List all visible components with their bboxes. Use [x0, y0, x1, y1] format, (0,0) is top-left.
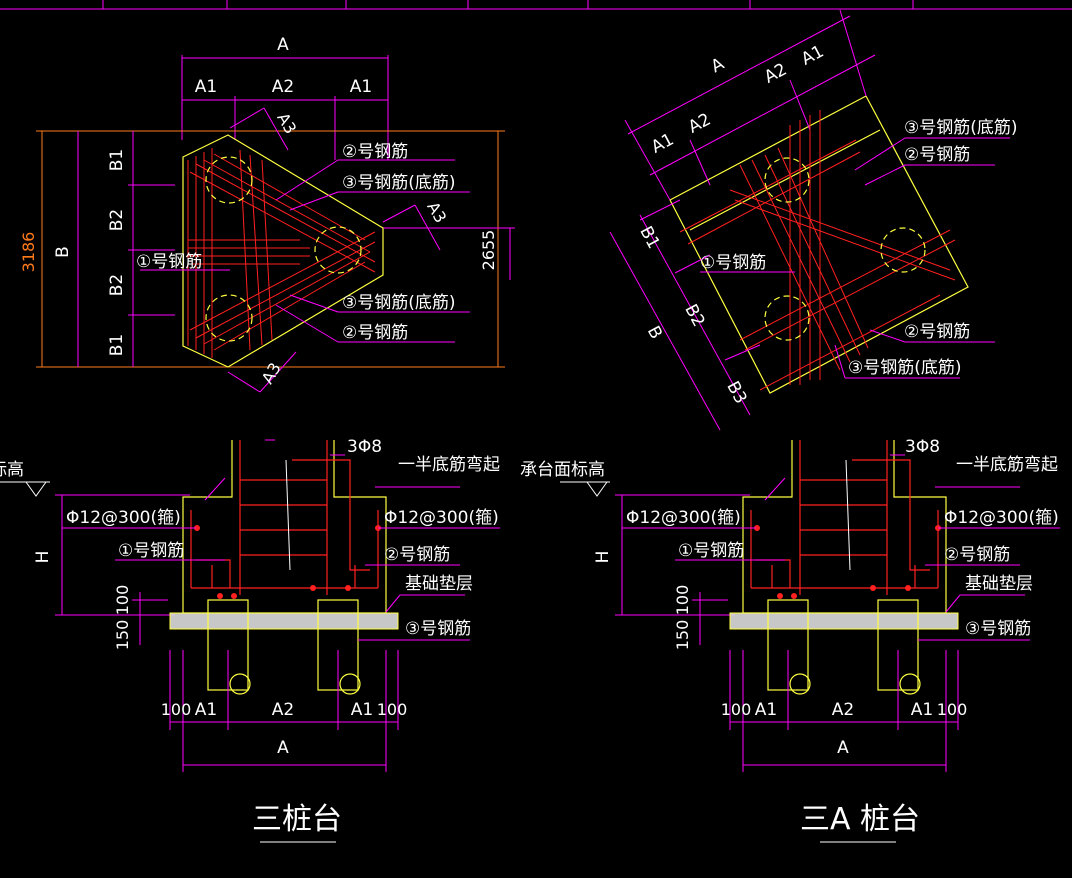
dim-B2-top: B2	[107, 209, 127, 231]
dim-A3-bottom: A3	[258, 359, 285, 387]
label-bar2-section-right: ②号钢筋	[944, 545, 1010, 565]
left-plan: A A1 A2 A1 3186 B B1 B2 B2 B1 2655	[19, 35, 515, 393]
label-stirrup-left-r: Φ12@300(箍)	[626, 508, 741, 528]
dim-bottom-100-left: 100	[161, 700, 192, 719]
dim-3186: 3186	[19, 232, 38, 273]
dim-H-left: H	[33, 551, 53, 564]
label-bar3-top-right: ③号钢筋(底筋)	[904, 118, 1018, 138]
dim-B3: B3	[722, 378, 750, 407]
dim-bottom-A-left: A	[277, 738, 289, 758]
title-left: 三桩台	[252, 802, 342, 837]
dim-bottom-A1-left: A1	[195, 700, 217, 720]
label-stirrup-right-r: Φ12@300(箍)	[944, 508, 1059, 528]
title-right: 三A 桩台	[800, 802, 920, 837]
dim-bottom-A2-r: A2	[832, 700, 854, 720]
dim-150-right: 150	[673, 620, 692, 651]
dim-A2-left: A2	[685, 109, 714, 137]
label-bar1-right: ①号钢筋	[700, 253, 766, 273]
dim-bottom-A2-left: A2	[272, 700, 294, 720]
label-stirrup-left: Φ12@300(箍)	[66, 508, 181, 528]
dim-bottom-A-r: A	[837, 738, 849, 758]
dim-A3-top: A3	[273, 109, 300, 137]
right-section: 承台面标高 H 100 150	[520, 437, 1060, 843]
left-section: 标高 H 100 150	[0, 437, 500, 843]
label-3phi8-left: 3Φ8	[347, 437, 382, 457]
dim-bottom-100-right: 100	[377, 700, 408, 719]
dim-100-right: 100	[673, 585, 692, 616]
dim-A1-left: A1	[195, 77, 217, 97]
top-frame	[0, 0, 1072, 10]
label-half-left: 一半底筋弯起	[398, 455, 500, 475]
label-cushion-left: 基础垫层	[405, 574, 473, 594]
dim-A2-top: A2	[761, 59, 790, 87]
dim-B2-bottom: B2	[107, 274, 127, 296]
label-3phi8-right: 3Φ8	[905, 437, 940, 457]
label-half-right: 一半底筋弯起	[956, 455, 1058, 475]
right-plan: A A2 A1 A1 A2 B1 B2 B B3	[609, 9, 1018, 431]
label-bar1: ①号钢筋	[136, 252, 202, 272]
dim-bottom-A1-left-r: A1	[755, 700, 777, 720]
dim-bottom-A1-right-r: A1	[911, 700, 933, 720]
dim-H-right: H	[593, 551, 613, 564]
label-cushion-right: 基础垫层	[965, 574, 1033, 594]
label-elev-left: 标高	[0, 460, 24, 480]
dim-bottom-A1-right: A1	[351, 700, 373, 720]
dim-B2: B2	[680, 301, 708, 330]
dim-B1-bottom: B1	[107, 334, 127, 356]
label-bar3-section-right: ③号钢筋	[965, 619, 1031, 639]
label-bar3-bottom: ③号钢筋(底筋)	[342, 293, 456, 313]
label-bar3-top: ③号钢筋(底筋)	[342, 173, 456, 193]
dim-A3-right: A3	[423, 198, 450, 226]
label-bar3-bottom-right: ③号钢筋(底筋)	[848, 358, 962, 378]
dim-B1-top: B1	[107, 149, 127, 171]
label-bar1-section-right: ①号钢筋	[678, 541, 744, 561]
dim-B1: B1	[635, 223, 663, 252]
dim-A1-left: A1	[648, 129, 677, 157]
label-stirrup-right: Φ12@300(箍)	[384, 508, 499, 528]
label-bar3-section-left: ③号钢筋	[405, 619, 471, 639]
dim-A2: A2	[272, 77, 294, 97]
dim-100-left: 100	[113, 585, 132, 616]
label-bar1-section-left: ①号钢筋	[118, 541, 184, 561]
dim-bottom-100-right-r: 100	[937, 700, 968, 719]
dim-B: B	[53, 246, 73, 258]
dim-A-top: A	[708, 54, 728, 77]
dim-A1-top: A1	[798, 41, 827, 69]
dim-2655: 2655	[479, 230, 498, 271]
dim-bottom-100-left-r: 100	[721, 700, 752, 719]
label-bar2-top: ②号钢筋	[342, 142, 408, 162]
label-bar2-bottom: ②号钢筋	[342, 323, 408, 343]
dim-A: A	[277, 35, 289, 55]
dim-A1-right: A1	[350, 77, 372, 97]
label-bar2-section-left: ②号钢筋	[384, 545, 450, 565]
label-bar2-bottom-right: ②号钢筋	[904, 322, 970, 342]
label-elev-right: 承台面标高	[520, 460, 605, 480]
label-bar2-top-right: ②号钢筋	[904, 145, 970, 165]
dim-B: B	[643, 323, 666, 343]
dim-150-left: 150	[113, 620, 132, 651]
